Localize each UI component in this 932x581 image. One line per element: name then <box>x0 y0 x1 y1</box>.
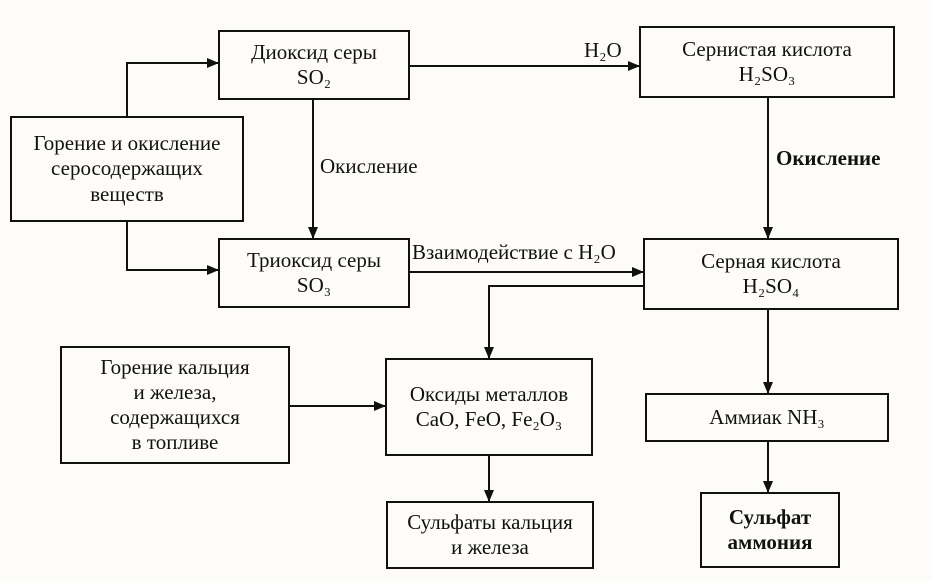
node-ammonium-sulfate: Сульфат аммония <box>700 492 840 568</box>
node-line: веществ <box>90 181 164 206</box>
node-so3: Триоксид серы SO₃ <box>218 238 410 308</box>
node-sulfates-ca-fe: Сульфаты кальция и железа <box>386 501 594 569</box>
edge-label-oxidation-left: Окисление <box>320 154 418 178</box>
node-line: аммония <box>727 530 813 554</box>
node-line: Диоксид серы <box>251 39 377 64</box>
node-combustion-sulfur: Горение и окисление серосодержащих вещес… <box>10 116 244 222</box>
node-line: Серная кислота <box>701 248 841 273</box>
node-sulfuric-acid: Серная кислота H₂SO₄ <box>643 238 899 310</box>
node-line: Оксиды металлов <box>409 381 569 406</box>
node-combustion-metals: Горение кальция и железа, содержащихся в… <box>60 346 290 464</box>
node-line: в топливе <box>131 430 219 455</box>
node-line: серосодержащих <box>51 156 203 181</box>
edge-label-oxidation-right: Окисление <box>776 146 881 170</box>
node-line: Сульфат <box>728 504 812 529</box>
node-so2: Диоксид серы SO₂ <box>218 30 410 100</box>
node-line: Триоксид серы <box>247 247 381 272</box>
node-line: и железа <box>451 535 529 559</box>
node-line: Сернистая кислота <box>682 36 852 61</box>
node-sulfurous-acid: Сернистая кислота H₂SO₃ <box>639 26 895 98</box>
arrow-sulfuric-to-oxides <box>484 285 643 359</box>
node-line: SO₂ <box>296 65 332 89</box>
node-line: H₂SO₄ <box>742 274 800 298</box>
arrow-combustion-to-so2 <box>126 58 219 116</box>
node-line: CaO, FeO, Fe₂O₃ <box>415 407 563 431</box>
node-ammonia: Аммиак NH₃ <box>645 393 889 442</box>
node-line: и железа, <box>133 379 217 404</box>
node-metal-oxides: Оксиды металлов CaO, FeO, Fe₂O₃ <box>385 358 593 456</box>
node-line: SO₃ <box>296 273 332 297</box>
node-line: H₂SO₃ <box>738 62 796 86</box>
arrow-combustion-to-so3 <box>126 222 219 275</box>
node-line: Аммиак NH₃ <box>709 404 825 429</box>
edge-label-interaction-h2o: Взаимодействие с H₂O <box>412 240 616 264</box>
node-line: Горение и окисление <box>33 131 221 156</box>
edge-label-h2o: H₂O <box>584 38 622 62</box>
node-line: содержащихся <box>110 405 240 429</box>
node-line: Горение кальция <box>100 354 250 379</box>
node-line: Сульфаты кальция <box>407 509 573 534</box>
